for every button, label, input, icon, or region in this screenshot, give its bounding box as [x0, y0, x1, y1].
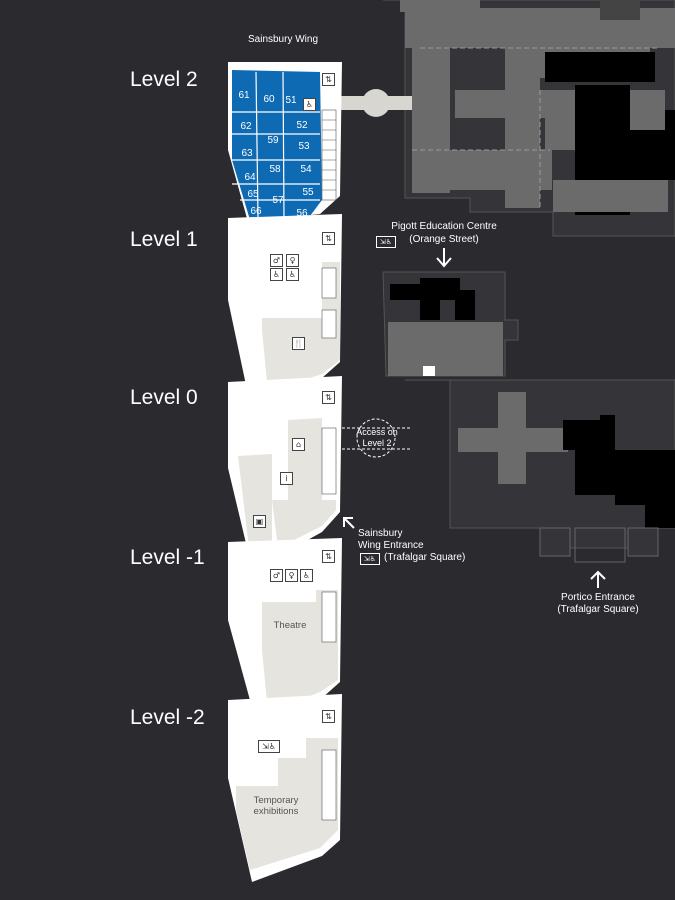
- level-label-1[interactable]: Level 1: [130, 228, 198, 251]
- room-62[interactable]: 62: [240, 121, 252, 132]
- toilet-men-icon: ♂: [270, 569, 283, 582]
- room-53[interactable]: 53: [298, 141, 310, 152]
- room-54[interactable]: 54: [300, 164, 312, 175]
- accessible-toilet-icon: ♿: [300, 569, 313, 582]
- lift-icon: ⇅: [322, 232, 335, 245]
- room-64[interactable]: 64: [244, 172, 256, 183]
- toilet-men-icon: ♂: [270, 254, 283, 267]
- portico-entrance-line2: (Trafalgar Square): [557, 604, 639, 615]
- room-56[interactable]: 56: [296, 208, 308, 219]
- level-minus-1-floorplan: [228, 538, 342, 722]
- access-level2-line1: Access on: [356, 427, 398, 437]
- step-free-access-icon: ⇲♿: [360, 553, 380, 565]
- baby-change-icon: ♿: [286, 268, 299, 281]
- pigott-title: Pigott Education Centre: [391, 221, 497, 232]
- level-1-floorplan: [228, 214, 342, 404]
- pigott-subtitle: (Orange Street): [409, 234, 479, 245]
- level-label-2[interactable]: Level 2: [130, 68, 198, 91]
- cloakroom-icon: ⌂: [292, 438, 305, 451]
- main-building-lower: [405, 379, 675, 563]
- temporary-exhibitions-line1: Temporary: [253, 795, 299, 806]
- lift-icon: ⇅: [322, 73, 335, 86]
- cafe-icon: 🍴: [292, 337, 305, 350]
- shop-icon: ▣: [253, 515, 266, 528]
- room-61[interactable]: 61: [238, 90, 250, 101]
- theatre-label: Theatre: [273, 620, 307, 631]
- room-60[interactable]: 60: [263, 94, 275, 105]
- lift-icon: ⇅: [322, 710, 335, 723]
- accessible-toilet-icon: ♿: [270, 268, 283, 281]
- step-free-access-icon: ⇲♿: [258, 740, 280, 753]
- access-level2-line2: Level 2: [362, 438, 392, 448]
- portico-entrance-line1: Portico Entrance: [561, 592, 635, 603]
- lift-icon: ⇅: [322, 391, 335, 404]
- temporary-exhibitions-line2: exhibitions: [253, 806, 299, 817]
- room-57[interactable]: 57: [272, 195, 284, 206]
- level-minus-2-floorplan: [228, 694, 342, 882]
- room-58[interactable]: 58: [269, 164, 281, 175]
- wing-title: Sainsbury Wing: [247, 34, 319, 45]
- level-label-minus-1[interactable]: Level -1: [130, 546, 205, 569]
- room-51[interactable]: 51: [285, 95, 297, 106]
- room-55[interactable]: 55: [302, 187, 314, 198]
- room-52[interactable]: 52: [296, 120, 308, 131]
- lift-icon: ⇅: [322, 550, 335, 563]
- sainsbury-entrance-line1: Sainsbury: [358, 528, 403, 539]
- level-label-minus-2[interactable]: Level -2: [130, 706, 205, 729]
- accessible-lift-icon: ♿: [303, 98, 316, 111]
- room-66[interactable]: 66: [250, 206, 262, 217]
- room-59[interactable]: 59: [267, 135, 279, 146]
- room-65[interactable]: 65: [247, 189, 259, 200]
- room-63[interactable]: 63: [241, 148, 253, 159]
- toilet-women-icon: ♀: [285, 569, 298, 582]
- step-free-access-icon: ⇲♿: [376, 236, 396, 248]
- info-icon: i: [280, 472, 293, 485]
- pigott-education-centre: [382, 271, 519, 377]
- sainsbury-entrance-line3: (Trafalgar Square): [384, 552, 466, 563]
- level-label-0[interactable]: Level 0: [130, 386, 198, 409]
- toilet-women-icon: ♀: [286, 254, 299, 267]
- main-building-upper: [340, 0, 675, 237]
- sainsbury-entrance-line2: Wing Entrance: [358, 540, 424, 551]
